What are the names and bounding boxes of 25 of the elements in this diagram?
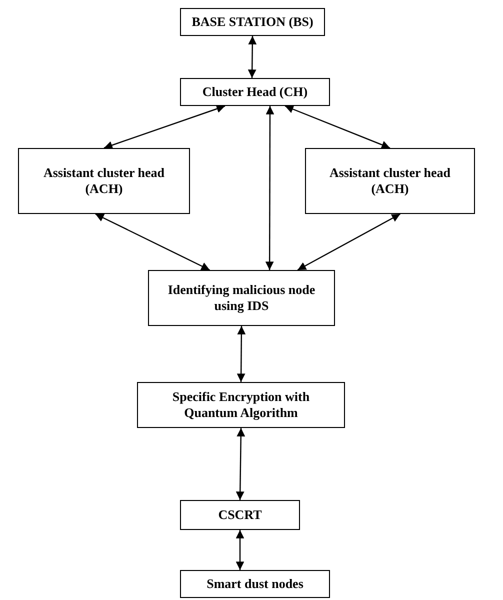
arrow	[104, 104, 226, 150]
box-label: Specific Encryption with Quantum Algorithm	[171, 388, 311, 422]
arrow	[95, 213, 210, 271]
arrow	[236, 530, 244, 570]
process-box	[180, 8, 325, 36]
box-label: Assistant cluster head (ACH)	[42, 164, 166, 198]
box-label: Cluster Head (CH)	[202, 84, 308, 100]
process-box	[305, 148, 475, 214]
arrow	[297, 213, 400, 271]
process-box	[148, 270, 335, 326]
process-box	[180, 570, 330, 598]
process-box	[180, 78, 330, 106]
arrow	[265, 106, 274, 270]
process-box	[180, 500, 300, 530]
process-box	[18, 148, 190, 214]
process-box	[137, 382, 345, 428]
box-label: Identifying malicious node using IDS	[166, 282, 316, 314]
arrow	[236, 326, 246, 382]
box-label: CSCRT	[218, 506, 262, 524]
arrow	[248, 36, 257, 78]
arrow	[284, 105, 390, 149]
box-label: Smart dust nodes	[206, 576, 304, 592]
arrow	[236, 428, 246, 500]
box-label: Assistant cluster head (ACH)	[328, 164, 452, 198]
box-label: BASE STATION (BS)	[192, 14, 314, 30]
